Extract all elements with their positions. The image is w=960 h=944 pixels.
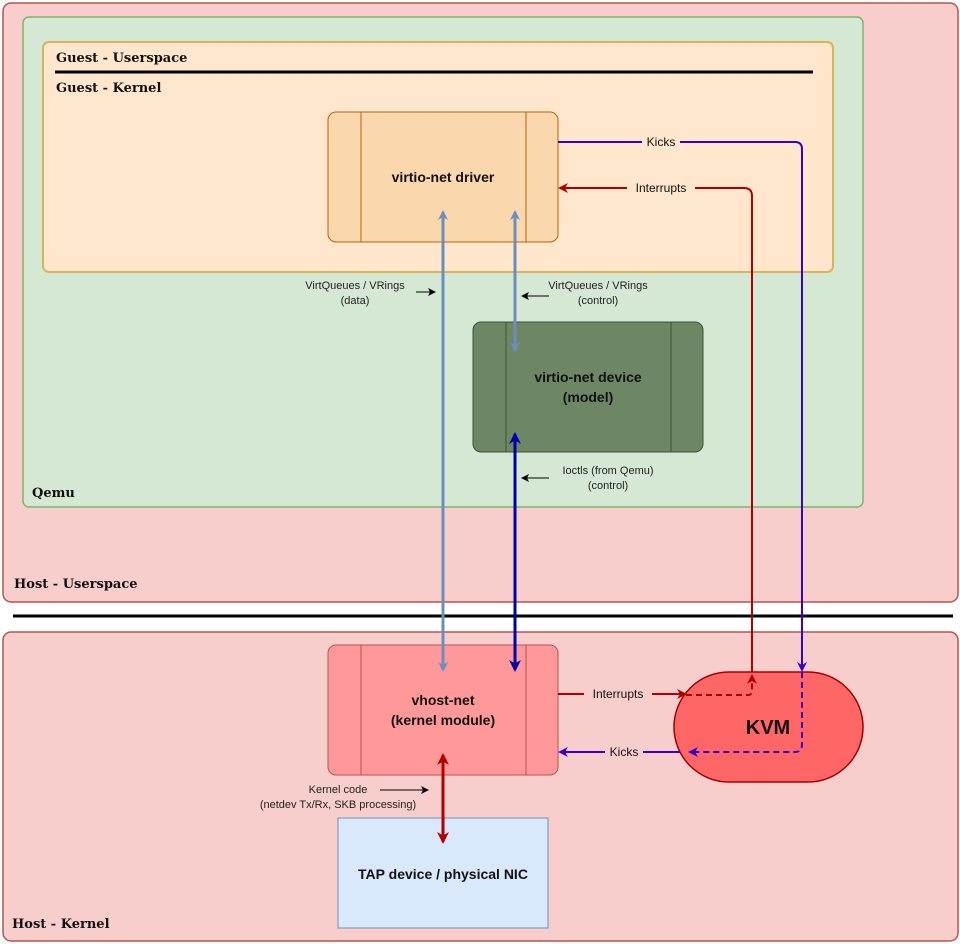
tap-device-label: TAP device / physical NIC xyxy=(358,866,528,882)
kvm-interrupt-dashed-path xyxy=(686,674,757,696)
kvm-label: KVM xyxy=(746,717,790,739)
qemu-label: Qemu xyxy=(32,486,75,501)
kvm-node[interactable]: KVM xyxy=(673,671,864,783)
virtio-net-device-node[interactable]: virtio-net device (model) xyxy=(472,321,704,453)
vq-data-annotation-line1: VirtQueues / VRings xyxy=(305,280,405,292)
kernel-code-annotation-line1: Kernel code xyxy=(309,784,368,796)
virtio-net-driver-label: virtio-net driver xyxy=(392,169,495,185)
host-kicks-label: Kicks xyxy=(610,745,639,759)
guest-kernel-label: Guest - Kernel xyxy=(56,81,161,96)
host-userspace-label: Host - Userspace xyxy=(14,577,138,592)
kernel-code-annotation-line2: (netdev Tx/Rx, SKB processing) xyxy=(260,799,416,811)
vq-control-annotation-line1: VirtQueues / VRings xyxy=(548,280,648,292)
guest-userspace-label: Guest - Userspace xyxy=(56,51,187,66)
guest-interrupts-edge xyxy=(558,183,753,672)
vq-control-annotation-line2: (control) xyxy=(578,295,618,307)
vhost-net-node[interactable]: vhost-net (kernel module) xyxy=(327,644,559,776)
virtio-net-driver-node[interactable]: virtio-net driver xyxy=(327,111,559,243)
host-interrupts-label: Interrupts xyxy=(593,687,644,701)
ioctls-annotation-line2: (control) xyxy=(588,480,628,492)
virtio-net-device-label-line1: virtio-net device xyxy=(534,369,642,385)
guest-kicks-edge xyxy=(558,141,807,672)
vhost-net-label-line2: (kernel module) xyxy=(391,712,495,728)
ioctls-annotation-line1: Ioctls (from Qemu) xyxy=(562,465,653,477)
vq-data-annotation-line2: (data) xyxy=(341,295,370,307)
vhost-net-label-line1: vhost-net xyxy=(412,692,475,708)
guest-kicks-label: Kicks xyxy=(647,135,676,149)
kvm-kicks-dashed-path xyxy=(688,672,803,757)
guest-interrupts-label: Interrupts xyxy=(636,181,687,195)
virtio-net-device-label-line2: (model) xyxy=(563,389,614,405)
host-kernel-label: Host - Kernel xyxy=(12,917,110,932)
